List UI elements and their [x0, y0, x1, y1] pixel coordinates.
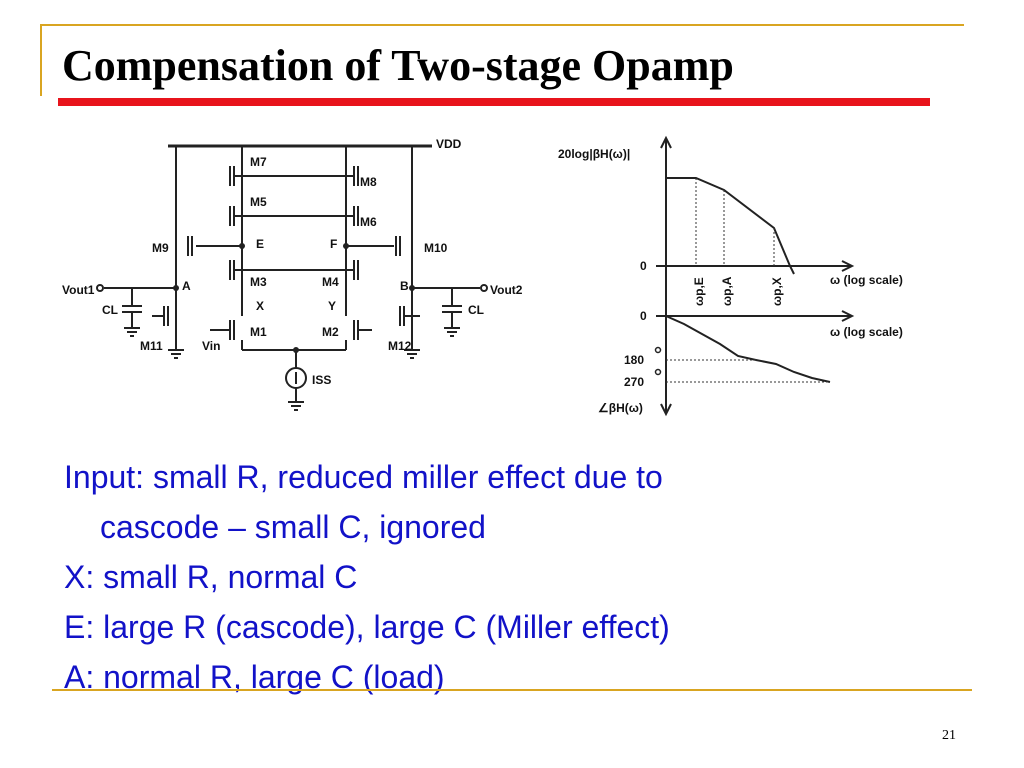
phase-270-label: 270 — [624, 375, 644, 389]
degree-marks — [654, 346, 662, 376]
pole-x-label: ωp,X — [770, 277, 784, 306]
label-m9: M9 — [152, 241, 169, 255]
frame-top-border — [40, 24, 964, 26]
bode-labels: 20log|βH(ω)| 0 ωp,E ωp,A ωp,X ω (log sca… — [558, 147, 903, 415]
circuit-labels: VDD M7 M8 M5 M6 M9 M10 M3 M4 M1 M2 M11 M… — [62, 137, 523, 387]
frame-bottom-border — [52, 689, 972, 691]
pole-a-label: ωp,A — [720, 276, 734, 306]
cl-right-label: CL — [468, 303, 484, 317]
label-m2: M2 — [322, 325, 339, 339]
circuit-junctions — [173, 243, 415, 353]
vdd-label: VDD — [436, 137, 462, 151]
bullet-a: A: normal R, large C (load) — [64, 659, 445, 695]
phase-axis-label: ∠βH(ω) — [598, 401, 643, 415]
node-f-label: F — [330, 237, 337, 251]
phase-x-axis-label: ω (log scale) — [830, 325, 903, 339]
iss-label: ISS — [312, 373, 331, 387]
node-x-label: X — [256, 299, 264, 313]
bode-guides — [666, 178, 830, 383]
vout2-label: Vout2 — [490, 283, 523, 297]
node-y-label: Y — [328, 299, 336, 313]
label-m4: M4 — [322, 275, 339, 289]
slide-title: Compensation of Two-stage Opamp — [62, 41, 734, 90]
node-e-label: E — [256, 237, 264, 251]
vin-label: Vin — [202, 339, 220, 353]
bullet-input-continued: cascode – small C, ignored — [100, 509, 486, 545]
node-b-label: B — [400, 279, 409, 293]
circuit-schematic — [96, 144, 488, 411]
page-number: 21 — [942, 728, 956, 743]
opamp-figure: VDD M7 M8 M5 M6 M9 M10 M3 M4 M1 M2 M11 M… — [62, 135, 903, 417]
bullet-x: X: small R, normal C — [64, 559, 358, 595]
phase-180-label: 180 — [624, 353, 644, 367]
label-m10: M10 — [424, 241, 448, 255]
title-underline — [58, 98, 930, 106]
label-m11: M11 — [140, 339, 163, 353]
cl-left-label: CL — [102, 303, 118, 317]
pole-e-label: ωp,E — [692, 277, 706, 306]
magnitude-x-axis-label: ω (log scale) — [830, 273, 903, 287]
label-m6: M6 — [360, 215, 377, 229]
node-a-label: A — [182, 279, 191, 293]
label-m12: M12 — [388, 339, 412, 353]
magnitude-zero-label: 0 — [640, 259, 647, 273]
magnitude-axis-label: 20log|βH(ω)| — [558, 147, 630, 161]
bullet-list: Input: small R, reduced miller effect du… — [64, 452, 964, 702]
frame-left-border — [40, 24, 42, 96]
label-m3: M3 — [250, 275, 267, 289]
bullet-e: E: large R (cascode), large C (Miller ef… — [64, 609, 670, 645]
phase-zero-label: 0 — [640, 309, 647, 323]
label-m7: M7 — [250, 155, 267, 169]
label-m1: M1 — [250, 325, 267, 339]
vout1-label: Vout1 — [62, 283, 95, 297]
bode-plots — [656, 135, 855, 417]
label-m8: M8 — [360, 175, 377, 189]
label-m5: M5 — [250, 195, 267, 209]
bullet-input: Input: small R, reduced miller effect du… — [64, 459, 663, 495]
